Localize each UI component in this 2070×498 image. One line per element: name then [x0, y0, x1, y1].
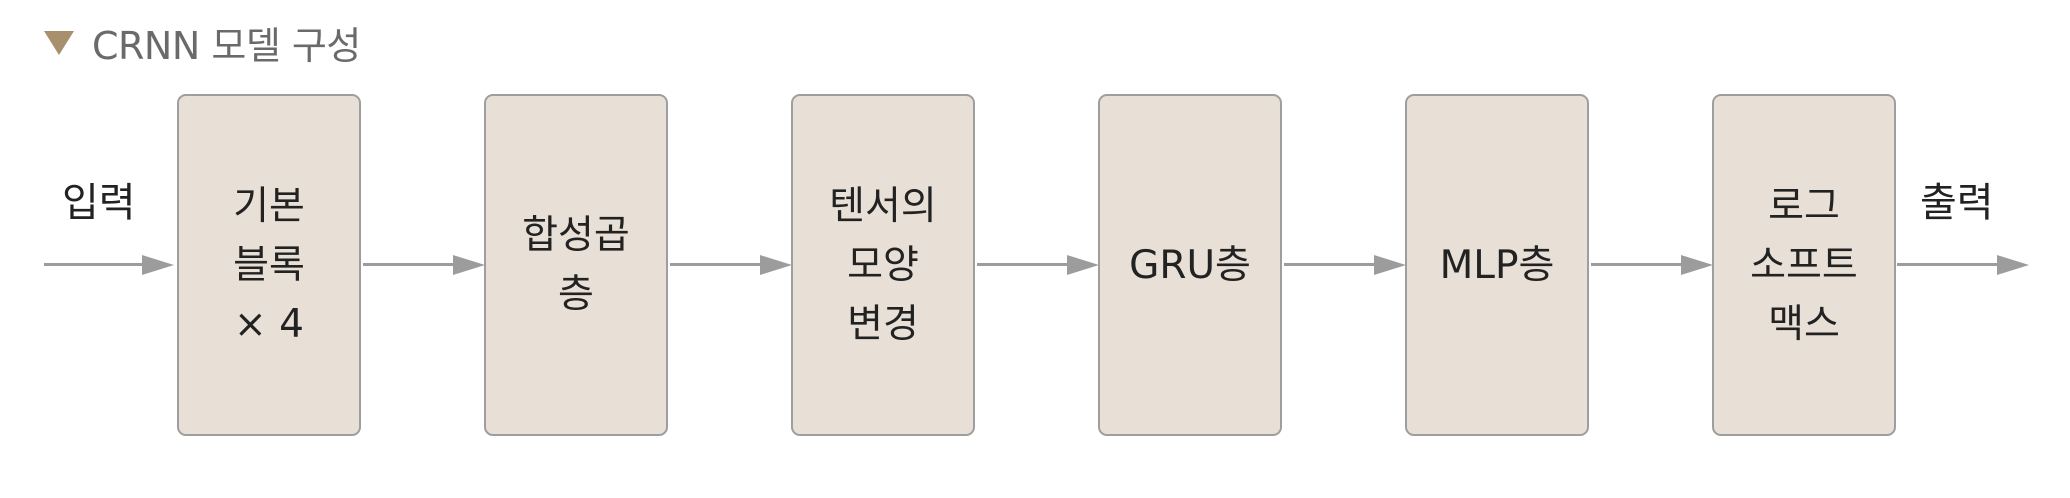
- block-conv-layer: 합성곱 층: [484, 94, 668, 436]
- flow-arrow-3: [977, 255, 1099, 275]
- diagram-header: CRNN 모델 구성: [44, 14, 361, 70]
- block-basic-x4: 기본 블록 × 4: [177, 94, 361, 436]
- input-label: 입력: [62, 180, 136, 226]
- block-log-softmax: 로그 소프트 맥스: [1712, 94, 1896, 436]
- flow-arrow-4: [1284, 255, 1406, 275]
- block-gru-layer: GRU층: [1098, 94, 1282, 436]
- flow-arrow-5: [1591, 255, 1713, 275]
- block-reshape: 텐서의 모양 변경: [791, 94, 975, 436]
- block-label: MLP층: [1439, 242, 1555, 288]
- flow-arrow-output: [1897, 255, 2029, 275]
- block-label: GRU층: [1129, 242, 1251, 288]
- block-mlp-layer: MLP층: [1405, 94, 1589, 436]
- block-label: 합성곱 층: [522, 213, 630, 317]
- block-label: 기본 블록 × 4: [233, 183, 305, 347]
- triangle-down-icon: [44, 31, 74, 55]
- output-label: 출력: [1920, 180, 1994, 226]
- diagram-title: CRNN 모델 구성: [92, 23, 361, 68]
- flow-arrow-2: [670, 255, 792, 275]
- block-label: 텐서의 모양 변경: [829, 183, 937, 347]
- block-label: 로그 소프트 맥스: [1750, 183, 1858, 347]
- flow-arrow-input: [44, 255, 174, 275]
- flow-arrow-1: [363, 255, 485, 275]
